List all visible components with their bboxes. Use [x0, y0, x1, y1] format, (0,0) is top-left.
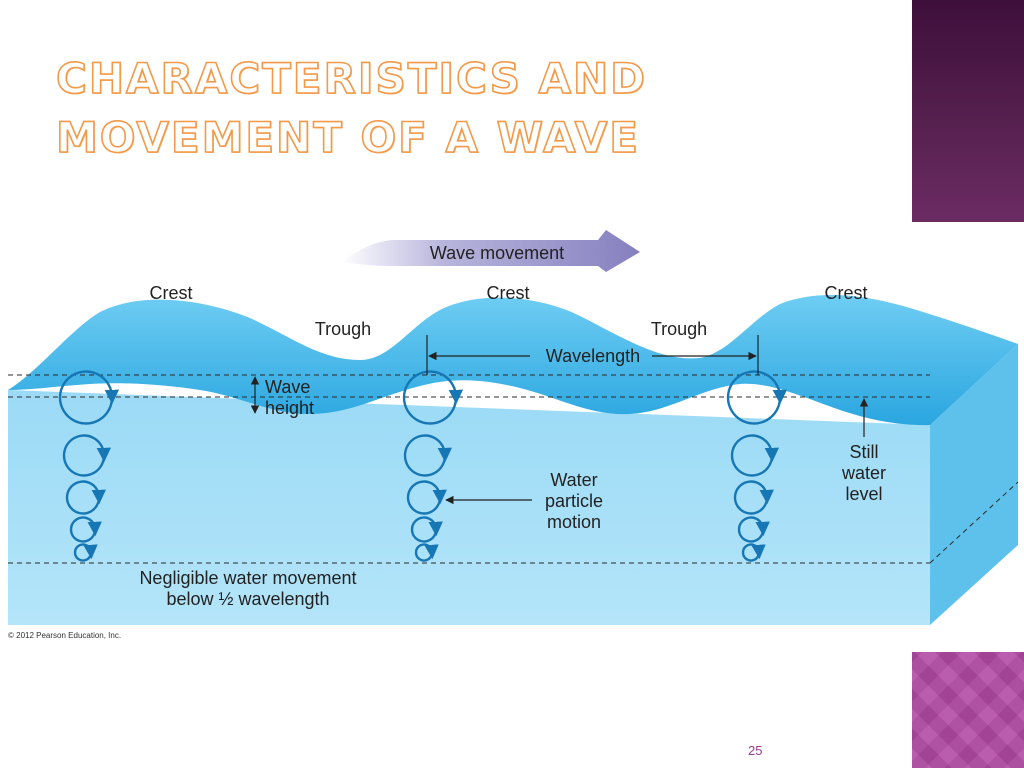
trough-label-2: Trough [651, 319, 707, 339]
crest-label-3: Crest [824, 283, 867, 303]
wavelength-indicator [426, 335, 759, 375]
still-water-label-1: Still [849, 442, 878, 462]
wave-height-label-2: height [265, 398, 314, 418]
side-dashed-line [929, 481, 1019, 564]
orbit-column-3 [726, 370, 788, 562]
slide-title-line-1: Characteristics and [55, 53, 647, 104]
wave-diagram: Wave movement Wavelength Wa [8, 230, 1019, 625]
negligible-label-2: below ½ wavelength [166, 589, 329, 609]
still-water-label-2: water [841, 463, 886, 483]
wave-surface [8, 295, 1018, 426]
wave-height-label-1: Wave [265, 377, 310, 397]
orbit-column-1 [58, 370, 120, 562]
slide-title-line-2: movement of a wave [55, 112, 640, 163]
still-water-label-3: level [845, 484, 882, 504]
decorative-panel-top [912, 0, 1024, 222]
copyright-notice: © 2012 Pearson Education, Inc. [8, 631, 122, 640]
water-side-face [930, 344, 1018, 625]
wavelength-label: Wavelength [546, 346, 640, 366]
orbit-column-2 [402, 370, 464, 562]
water-particle-label-2: particle [545, 491, 603, 511]
crest-label-1: Crest [149, 283, 192, 303]
wave-movement-arrow [340, 230, 640, 272]
decorative-panel-bottom [912, 652, 1024, 768]
wave-movement-label: Wave movement [430, 243, 564, 263]
water-particle-label-1: Water [550, 470, 597, 490]
page-number: 25 [748, 743, 763, 758]
water-particle-label-3: motion [547, 512, 601, 532]
negligible-label-1: Negligible water movement [139, 568, 356, 588]
crest-label-2: Crest [486, 283, 529, 303]
water-body [8, 390, 930, 625]
trough-label-1: Trough [315, 319, 371, 339]
